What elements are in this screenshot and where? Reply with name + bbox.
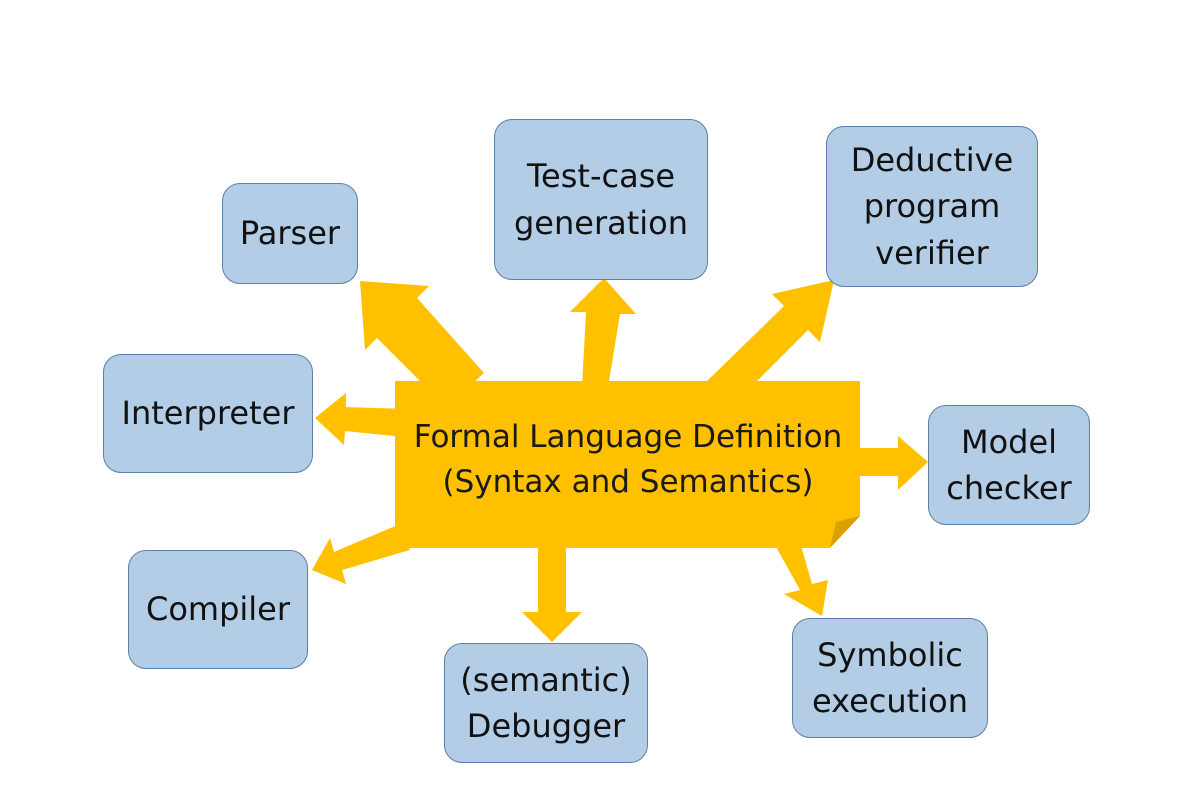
node-interpreter-label: Interpreter — [121, 394, 295, 433]
arrow-to-compiler — [312, 524, 410, 584]
arrow-to-debugger — [522, 540, 582, 642]
arrow-to-interpreter — [315, 393, 405, 445]
node-symbolic-execution-label: Symbolic execution — [812, 635, 968, 720]
node-test-case-generation-label: Test-case generation — [513, 157, 689, 242]
node-semantic-debugger: (semantic) Debugger — [444, 643, 648, 763]
node-model-checker-label: Model checker — [946, 422, 1072, 507]
node-deductive-program-verifier: Deductive program verifier — [826, 126, 1038, 287]
node-deductive-program-verifier-label: Deductive program verifier — [850, 140, 1014, 272]
node-interpreter: Interpreter — [103, 354, 313, 473]
center-definition-label: Formal Language Definition (Syntax and S… — [413, 419, 843, 500]
arrow-to-symbolic — [770, 528, 828, 616]
node-compiler-label: Compiler — [145, 590, 291, 629]
center-shape-fold — [830, 516, 860, 548]
node-semantic-debugger-label: (semantic) Debugger — [460, 660, 632, 745]
arrow-to-deductive — [700, 280, 834, 410]
node-parser-label: Parser — [239, 214, 341, 253]
node-parser: Parser — [222, 183, 358, 284]
arrow-to-parser — [360, 281, 484, 408]
node-model-checker: Model checker — [928, 405, 1090, 525]
center-shape-body — [395, 381, 860, 548]
node-symbolic-execution: Symbolic execution — [792, 618, 988, 738]
node-test-case-generation: Test-case generation — [494, 119, 708, 280]
arrows — [312, 278, 928, 642]
node-compiler: Compiler — [128, 550, 308, 669]
arrow-to-model — [858, 436, 928, 490]
center-shape — [395, 381, 860, 548]
arrow-to-testcase — [570, 278, 636, 387]
